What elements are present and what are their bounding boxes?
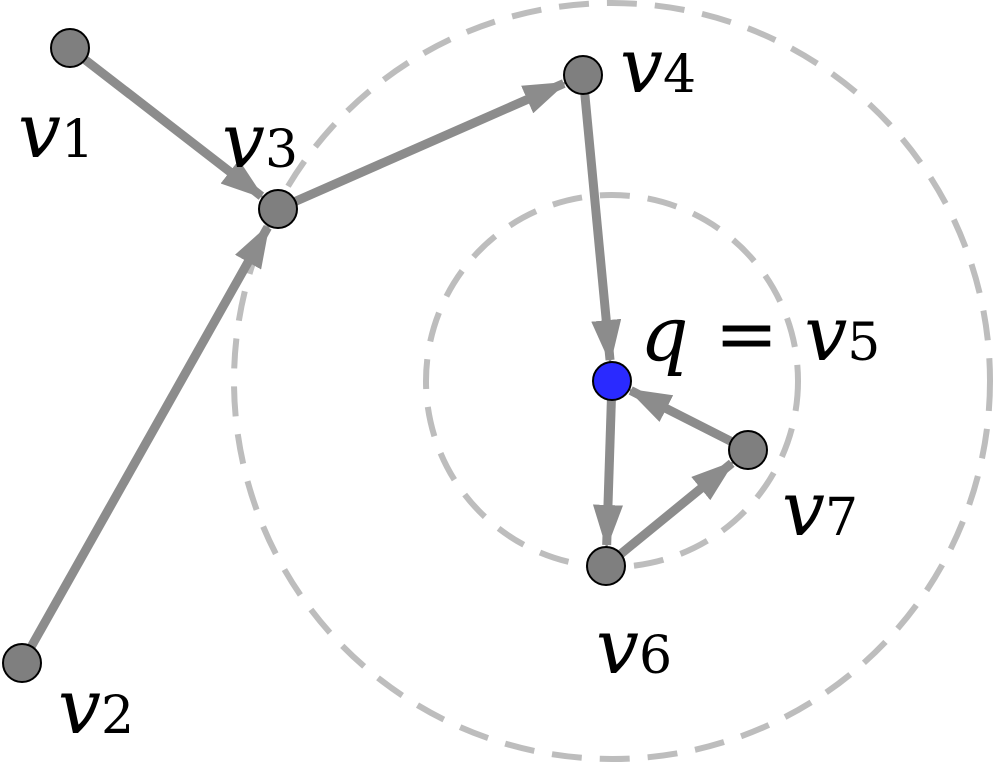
edge-v1-v3: [82, 56, 265, 200]
search-circle-outer: [231, 0, 993, 762]
edge-v5-v6: [592, 399, 623, 550]
edge-v4-v5: [580, 93, 622, 365]
node-v2: [2, 643, 42, 683]
label-v3: v3: [222, 96, 298, 185]
label-v2: v2: [58, 662, 134, 751]
edge-v7-v5: [627, 386, 734, 446]
label-v4: v4: [620, 21, 696, 110]
node-v3: [258, 189, 298, 229]
node-v6: [586, 546, 626, 586]
edge-v3-v4: [293, 79, 568, 206]
node-v1: [50, 28, 90, 68]
node-v5: [592, 361, 632, 401]
node-v7: [728, 430, 768, 470]
edges: [27, 56, 735, 649]
node-v4: [563, 55, 603, 95]
edge-v2-v3: [27, 223, 272, 649]
label-v1: v1: [18, 86, 94, 175]
label-v6: v6: [596, 602, 672, 691]
edge-v6-v7: [617, 459, 735, 558]
nodes: [2, 28, 768, 683]
label-q-equals-v5: q=v5: [640, 289, 880, 378]
label-v7: v7: [782, 464, 858, 553]
